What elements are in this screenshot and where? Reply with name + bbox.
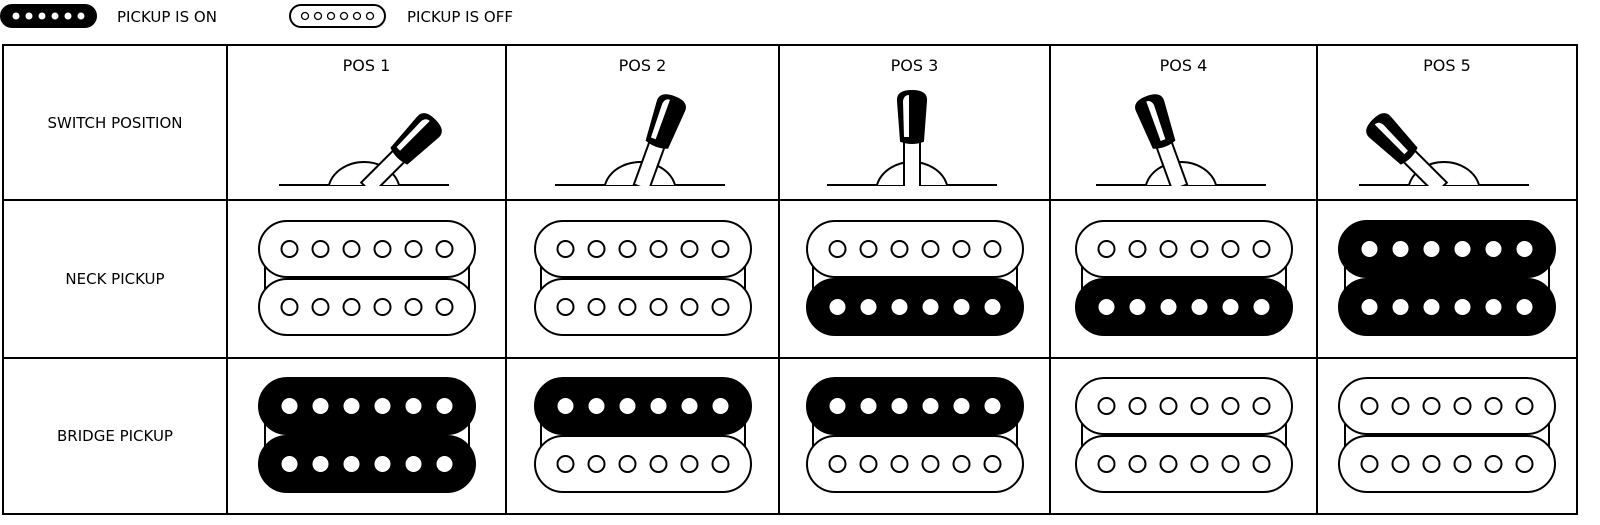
row-label-bridge: BRIDGE PICKUP xyxy=(2,357,228,515)
humbucker-bridge-icon xyxy=(257,377,476,493)
bridge-pickup-cell xyxy=(226,357,507,515)
toggle-switch-icon xyxy=(1093,94,1274,189)
bridge-pickup-cell xyxy=(505,357,780,515)
legend: PICKUP IS ON PICKUP IS OFF xyxy=(0,0,700,34)
neck-pickup-cell xyxy=(778,199,1051,359)
switch-cell: POS 2 xyxy=(505,44,780,201)
legend-off-label: PICKUP IS OFF xyxy=(407,8,513,26)
switch-wiring-table: SWITCH POSITION POS 1 POS 2 POS 3 POS 4 … xyxy=(2,44,1578,515)
switch-cell: POS 4 xyxy=(1049,44,1318,201)
switch-cell: POS 5 xyxy=(1316,44,1578,201)
humbucker-bridge-icon xyxy=(1338,377,1556,493)
neck-pickup-cell xyxy=(505,199,780,359)
humbucker-neck-icon xyxy=(533,220,752,336)
humbucker-neck-icon xyxy=(805,220,1024,336)
toggle-switch-icon xyxy=(824,89,1005,189)
toggle-switch-icon xyxy=(552,94,733,189)
humbucker-neck-icon xyxy=(257,220,476,336)
position-title: POS 5 xyxy=(1423,56,1471,75)
pickup-on-icon xyxy=(0,4,97,28)
position-title: POS 4 xyxy=(1159,56,1208,75)
switch-cell: POS 1 xyxy=(226,44,507,201)
position-title: POS 3 xyxy=(890,56,939,75)
neck-pickup-cell xyxy=(1316,199,1578,359)
neck-row: NECK PICKUP xyxy=(2,199,1578,359)
bridge-row: BRIDGE PICKUP xyxy=(2,357,1578,515)
row-label-switch: SWITCH POSITION xyxy=(2,44,228,201)
row-label-neck: NECK PICKUP xyxy=(2,199,228,359)
neck-pickup-cell xyxy=(1049,199,1318,359)
switch-cell: POS 3 xyxy=(778,44,1051,201)
humbucker-bridge-icon xyxy=(533,377,752,493)
pickup-off-icon xyxy=(289,4,386,28)
position-title: POS 2 xyxy=(618,56,667,75)
switch-row: SWITCH POSITION POS 1 POS 2 POS 3 POS 4 … xyxy=(2,44,1578,201)
bridge-pickup-cell xyxy=(778,357,1051,515)
humbucker-neck-icon xyxy=(1338,220,1556,336)
humbucker-neck-icon xyxy=(1074,220,1293,336)
bridge-pickup-cell xyxy=(1316,357,1578,515)
humbucker-bridge-icon xyxy=(1074,377,1293,493)
toggle-switch-icon xyxy=(276,113,457,189)
toggle-switch-icon xyxy=(1357,113,1537,189)
legend-on-label: PICKUP IS ON xyxy=(117,8,217,26)
position-title: POS 1 xyxy=(342,56,391,75)
neck-pickup-cell xyxy=(226,199,507,359)
bridge-pickup-cell xyxy=(1049,357,1318,515)
humbucker-bridge-icon xyxy=(805,377,1024,493)
